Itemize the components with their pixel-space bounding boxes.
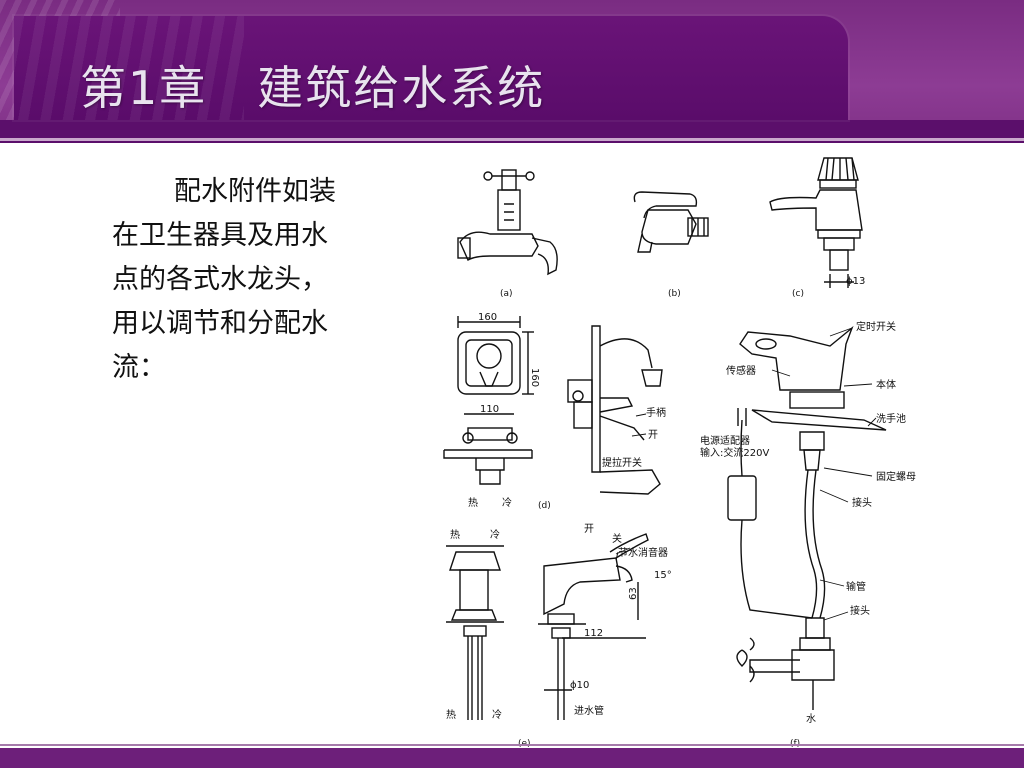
dim-e-width: 112 [584, 628, 603, 639]
header-band [0, 120, 1024, 143]
label-joint-1: 接头 [852, 496, 872, 509]
body-paragraph: 配水附件如装在卫生器具及用水点的各式水龙头，用以调节和分配水流： [112, 170, 342, 390]
leader-lines [615, 327, 877, 621]
title-text: 建筑给水系统 [257, 61, 546, 115]
label-e-cold-bottom: 冷 [492, 708, 502, 721]
label-hose: 输管 [846, 580, 866, 593]
faucet-figure: (a) (b) (c) (d) (e) (f) ϕ13 160 160 110 … [443, 157, 916, 749]
label-d-cold: 冷 [502, 496, 512, 509]
slide-title: 第1章建筑给水系统 [80, 52, 545, 116]
label-sensor: 传感器 [726, 364, 756, 377]
header-divider [0, 138, 1024, 141]
label-joint-2: 接头 [850, 604, 870, 617]
label-timer-switch: 定时开关 [856, 320, 896, 333]
label-adapter: 电源适配器 [700, 434, 750, 447]
dim-e-height: 63 [628, 587, 639, 600]
faucet-f [727, 325, 887, 710]
slide-footer [0, 748, 1024, 768]
label-water: 水 [806, 713, 816, 725]
title-tab-decoration [14, 16, 244, 120]
label-e-open: 开 [584, 524, 594, 535]
caption-b: (b) [668, 289, 681, 299]
caption-a: (a) [500, 289, 513, 299]
dim-d-height: 160 [529, 368, 540, 387]
label-e-cold-top: 冷 [490, 528, 500, 541]
caption-c: (c) [792, 289, 804, 299]
dim-e-angle: 15° [654, 570, 672, 581]
body-heading: 配水附件 [174, 176, 282, 207]
label-e-hot-bottom: 热 [446, 708, 456, 721]
faucet-b [633, 191, 709, 253]
label-aerator: 节水消音器 [618, 546, 668, 559]
footer-divider [0, 744, 1024, 746]
body-text: 如装在卫生器具及用水点的各式水龙头，用以调节和分配水流： [112, 176, 336, 383]
dim-d-width2: 110 [480, 404, 499, 415]
faucet-d [443, 316, 663, 495]
caption-d: (d) [538, 501, 551, 511]
label-input: 输入:交流220V [700, 446, 769, 459]
label-d-open: 开 [648, 430, 658, 441]
faucet-c [769, 157, 863, 288]
label-d-hot: 热 [468, 496, 478, 509]
label-e-close: 关 [612, 532, 622, 545]
faucet-e [446, 533, 649, 720]
label-e-hot-top: 热 [450, 528, 460, 541]
label-inlet-pipe: 进水管 [574, 704, 604, 717]
dim-c-dia: ϕ13 [846, 276, 865, 287]
dim-d-width: 160 [478, 312, 497, 323]
label-nut: 固定螺母 [876, 470, 916, 483]
label-pull-switch: 提拉开关 [602, 456, 642, 469]
dim-e-dia: ϕ10 [570, 680, 589, 691]
label-handle: 手柄 [646, 406, 666, 419]
label-body: 本体 [876, 378, 896, 391]
chapter-label: 第1章 [80, 61, 208, 115]
label-basin: 洗手池 [876, 412, 906, 425]
title-tab [14, 16, 848, 120]
slide-header: 第1章建筑给水系统 [0, 0, 1024, 143]
faucet-a [457, 169, 558, 276]
